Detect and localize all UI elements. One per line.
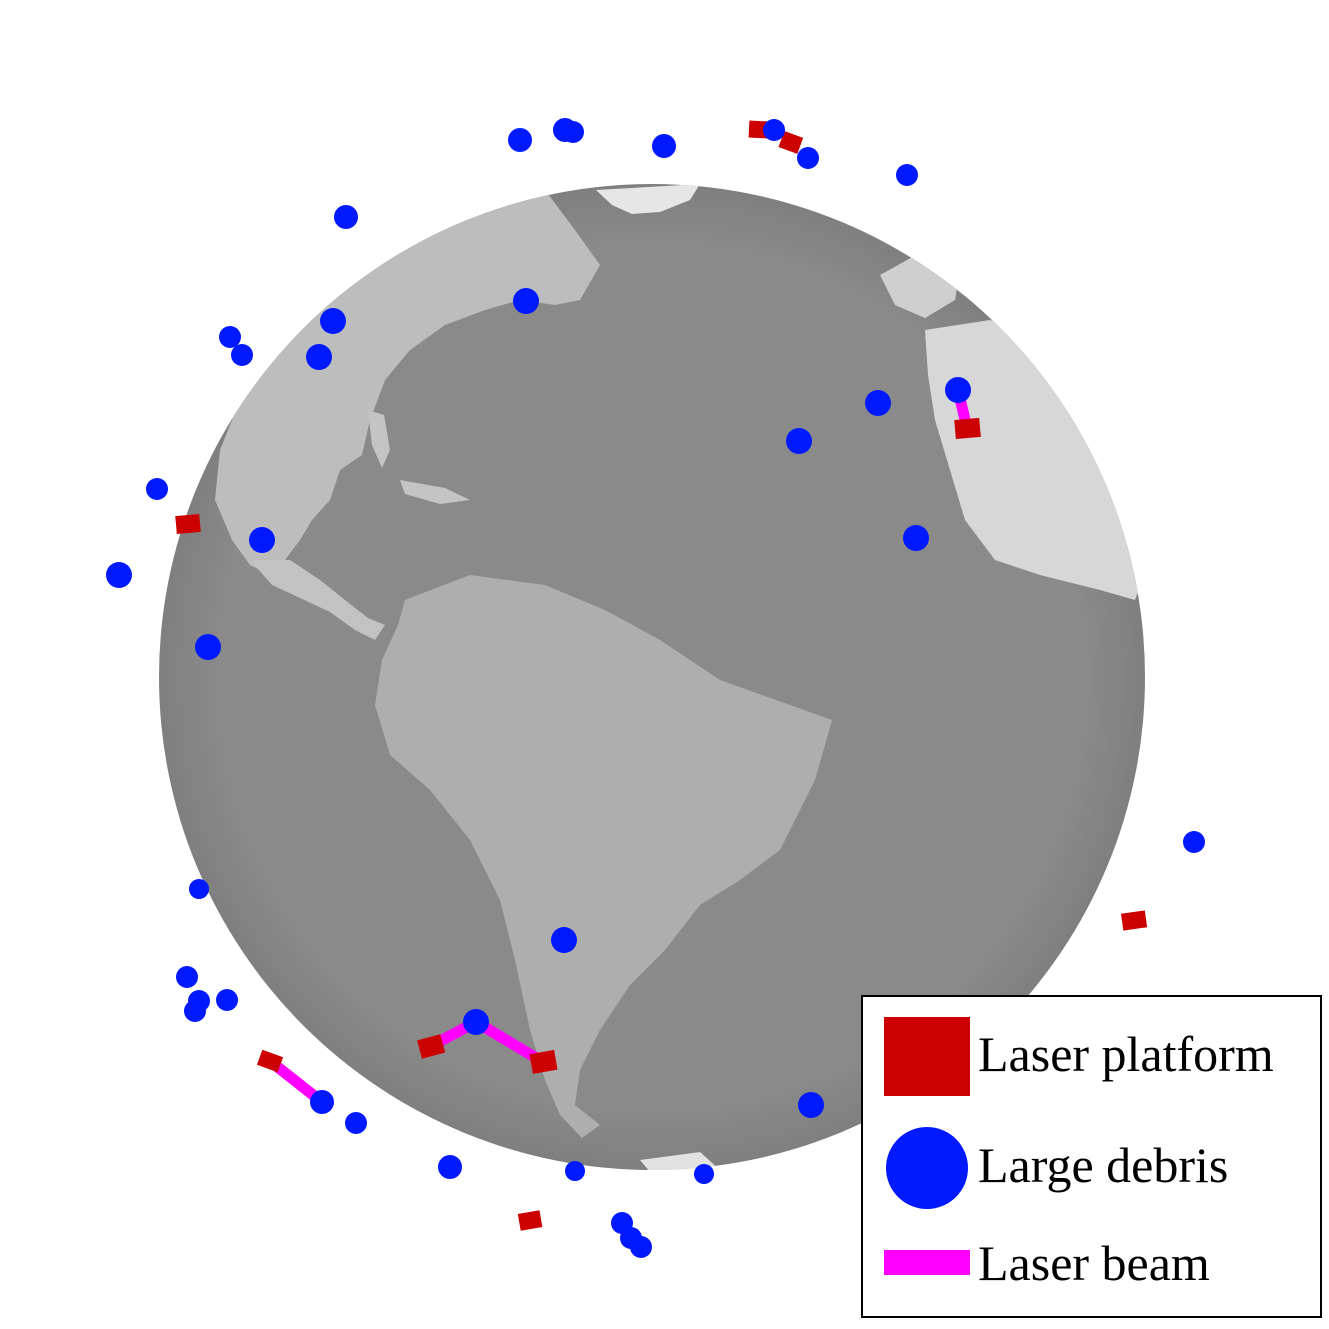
legend-beam-label: Laser beam bbox=[978, 1235, 1210, 1291]
debris bbox=[463, 1009, 489, 1035]
debris bbox=[310, 1090, 334, 1114]
debris bbox=[652, 134, 676, 158]
legend-platform-swatch bbox=[884, 1017, 970, 1096]
debris bbox=[438, 1155, 462, 1179]
laser-platform bbox=[417, 1034, 446, 1059]
laser-platform bbox=[778, 131, 804, 154]
landmass-caribbean bbox=[400, 480, 470, 504]
debris bbox=[865, 390, 891, 416]
debris bbox=[797, 147, 819, 169]
debris bbox=[334, 205, 358, 229]
debris bbox=[195, 634, 221, 660]
debris bbox=[320, 308, 346, 334]
laser-platform bbox=[256, 1049, 284, 1073]
debris bbox=[694, 1164, 714, 1184]
laser-platform bbox=[517, 1210, 543, 1231]
debris bbox=[216, 989, 238, 1011]
debris bbox=[798, 1092, 824, 1118]
legend-debris-label: Large debris bbox=[978, 1137, 1228, 1193]
debris bbox=[345, 1112, 367, 1134]
debris bbox=[562, 121, 584, 143]
debris bbox=[896, 164, 918, 186]
landmass-south-america bbox=[375, 575, 832, 1138]
debris bbox=[508, 128, 532, 152]
legend: Laser platform Large debris Laser beam bbox=[861, 995, 1322, 1318]
laser-platform bbox=[954, 417, 981, 440]
laser-platform bbox=[1121, 910, 1148, 931]
debris bbox=[763, 119, 785, 141]
debris bbox=[513, 288, 539, 314]
debris bbox=[249, 527, 275, 553]
debris bbox=[189, 879, 209, 899]
debris bbox=[551, 927, 577, 953]
laser-platform bbox=[175, 513, 201, 535]
debris bbox=[106, 562, 132, 588]
debris bbox=[231, 344, 253, 366]
debris bbox=[219, 326, 241, 348]
landmass-greenland bbox=[596, 184, 700, 214]
debris bbox=[565, 1161, 585, 1181]
large-debris bbox=[106, 118, 1205, 1258]
laser-platforms bbox=[175, 120, 1148, 1231]
debris bbox=[146, 478, 168, 500]
debris bbox=[786, 428, 812, 454]
debris bbox=[306, 344, 332, 370]
legend-beam-swatch bbox=[884, 1250, 970, 1275]
legend-platform-label: Laser platform bbox=[978, 1026, 1274, 1082]
debris bbox=[945, 377, 971, 403]
debris bbox=[1183, 831, 1205, 853]
landmass-north-america bbox=[215, 190, 600, 575]
debris bbox=[630, 1236, 652, 1258]
debris bbox=[176, 966, 198, 988]
landmass-florida bbox=[368, 410, 390, 468]
debris bbox=[184, 1000, 206, 1022]
laser-platform bbox=[529, 1049, 558, 1074]
landmass-central-america bbox=[250, 560, 385, 640]
legend-debris-swatch bbox=[886, 1127, 968, 1209]
debris bbox=[903, 525, 929, 551]
